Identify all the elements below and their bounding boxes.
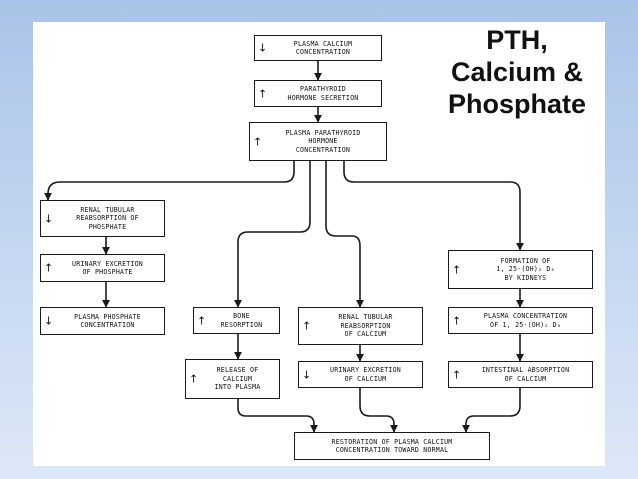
box-release-of-calcium: ↑ RELEASE OF CALCIUM INTO PLASMA [185, 359, 280, 399]
box-plasma-phosphate-concentration: ↓ PLASMA PHOSPHATE CONCENTRATION [40, 307, 165, 335]
box-renal-tubular-reabsorption-calcium: ↑ RENAL TUBULAR REABSORPTION OF CALCIUM [298, 307, 423, 345]
box-plasma-calcium-concentration: ↓ PLASMA CALCIUM CONCENTRATION [254, 35, 382, 61]
up-arrow-icon: ↑ [253, 135, 263, 148]
box-label: BONE RESORPTION [220, 312, 263, 329]
slide-title-line-3: Phosphate [447, 89, 587, 119]
box-label: PLASMA CALCIUM CONCENTRATION [293, 39, 353, 56]
connector-pth-to-renal-calcium [325, 161, 364, 308]
box-restoration-plasma-calcium: RESTORATION OF PLASMA CALCIUM CONCENTRAT… [294, 432, 490, 460]
box-label: PLASMA CONCENTRATION OF 1, 25-(OH)₂ D₃ [483, 312, 568, 329]
down-arrow-icon: ↓ [44, 212, 54, 225]
connector-pth-to-vitd [343, 161, 524, 251]
box-intestinal-absorption-calcium: ↑ INTESTINAL ABSORPTION OF CALCIUM [448, 361, 593, 388]
up-arrow-icon: ↑ [302, 319, 312, 333]
connector-pth-to-bone [234, 161, 311, 308]
box-plasma-parathyroid-hormone-concentration: ↑ PLASMA PARATHYROID HORMONE CONCENTRATI… [249, 122, 387, 161]
down-arrow-icon: ↓ [258, 41, 268, 55]
box-label: URINARY EXCRETION OF CALCIUM [330, 366, 401, 383]
box-label: FORMATION OF 1, 25-(OH)₂ D₃ BY KIDNEYS [496, 256, 555, 282]
up-arrow-icon: ↑ [452, 368, 462, 381]
box-label: RELEASE OF CALCIUM INTO PLASMA [214, 366, 261, 392]
box-label: URINARY EXCRETION OF PHOSPHATE [72, 259, 143, 276]
connector-pth-to-renal-phosphate [44, 161, 295, 201]
box-plasma-concentration-vitamin-d: ↑ PLASMA CONCENTRATION OF 1, 25-(OH)₂ D₃ [448, 307, 593, 334]
up-arrow-icon: ↑ [44, 261, 54, 275]
box-parathyroid-hormone-secretion: ↑ PARATHYROID HORMONE SECRETION [254, 80, 382, 107]
box-label: PLASMA PHOSPHATE CONCENTRATION [74, 312, 141, 329]
up-arrow-icon: ↑ [258, 87, 268, 100]
box-label: RESTORATION OF PLASMA CALCIUM CONCENTRAT… [331, 437, 453, 454]
slide-title: PTH, Calcium & Phosphate [428, 24, 606, 120]
box-formation-of-vitamin-d: ↑ FORMATION OF 1, 25-(OH)₂ D₃ BY KIDNEYS [448, 250, 593, 289]
box-label: PLASMA PARATHYROID HORMONE CONCENTRATION [285, 128, 361, 154]
box-renal-tubular-reabsorption-phosphate: ↓ RENAL TUBULAR REABSORPTION OF PHOSPHAT… [40, 200, 165, 237]
connector-intestinal-to-restoration [462, 388, 521, 433]
slide-title-line-2: Calcium & [450, 57, 584, 87]
up-arrow-icon: ↑ [197, 314, 207, 327]
slide-title-line-1: PTH, [486, 25, 548, 55]
down-arrow-icon: ↓ [44, 314, 54, 328]
box-label: RENAL TUBULAR REABSORPTION OF CALCIUM [338, 313, 393, 339]
connector-urinary-calcium-to-restoration [359, 388, 398, 433]
box-urinary-excretion-calcium: ↓ URINARY EXCRETION OF CALCIUM [298, 361, 423, 388]
box-urinary-excretion-phosphate: ↑ URINARY EXCRETION OF PHOSPHATE [40, 254, 165, 282]
box-label: PARATHYROID HORMONE SECRETION [287, 85, 359, 102]
down-arrow-icon: ↓ [302, 368, 312, 381]
box-label: INTESTINAL ABSORPTION OF CALCIUM [481, 366, 570, 383]
up-arrow-icon: ↑ [189, 372, 199, 386]
connector-release-to-restoration [237, 399, 318, 433]
up-arrow-icon: ↑ [452, 263, 462, 276]
box-bone-resorption: ↑ BONE RESORPTION [193, 307, 280, 334]
up-arrow-icon: ↑ [452, 314, 462, 327]
box-label: RENAL TUBULAR REABSORPTION OF PHOSPHATE [76, 205, 139, 231]
